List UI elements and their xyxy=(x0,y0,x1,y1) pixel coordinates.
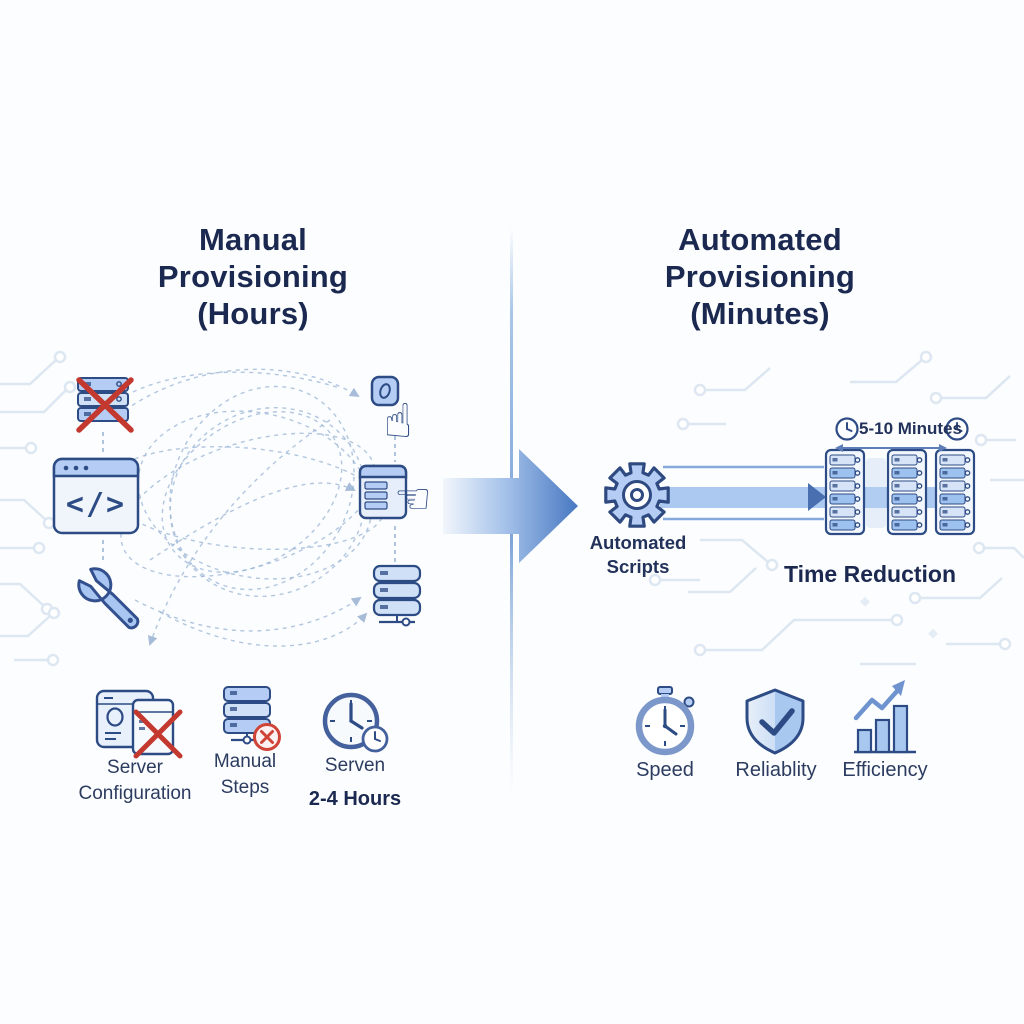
server-time-label: Serven xyxy=(324,755,386,776)
right-title-line-2: Provisioning xyxy=(664,259,856,294)
circuit-background xyxy=(0,350,1024,667)
code-window-icon: </> xyxy=(52,457,140,535)
left-title-line-2: Provisioning xyxy=(157,259,349,294)
hours-clock-icon xyxy=(322,692,389,753)
manual-steps-label: Manual Steps xyxy=(187,749,303,801)
flow-connectors xyxy=(102,432,396,562)
duration-clock-left-icon xyxy=(835,417,859,441)
left-title-line-1: Manual xyxy=(199,222,307,257)
server-config-line-2: Configuration xyxy=(78,783,192,804)
duration-span-arrow xyxy=(835,444,947,452)
left-title-line-3: (Hours) xyxy=(197,296,309,331)
transition-arrow xyxy=(443,449,578,563)
reliability-label: Reliablity xyxy=(735,759,817,781)
speed-label: Speed xyxy=(636,759,694,781)
red-x-icon xyxy=(133,709,183,759)
manual-click-icon: ☝ xyxy=(370,375,413,447)
server-error-icon xyxy=(76,377,134,433)
server-stack-icon xyxy=(372,564,422,627)
gear-icon xyxy=(604,462,670,528)
right-title-line-1: Automated xyxy=(678,222,842,257)
reliability-shield-icon xyxy=(745,688,805,755)
red-circle-x-icon xyxy=(253,723,281,751)
server-config-line-1: Server xyxy=(107,757,163,778)
pointing-hand-left-icon: ☜ xyxy=(394,475,432,522)
server-configuration-icon xyxy=(95,689,183,759)
server-rack-1 xyxy=(824,448,866,536)
efficiency-chart-icon xyxy=(853,680,916,754)
red-x-icon xyxy=(76,377,134,433)
band-arrowhead xyxy=(808,483,826,511)
manual-steps-line-2: Steps xyxy=(220,777,270,798)
manual-steps-icon xyxy=(223,686,281,751)
automated-scripts-label: Automated Scripts xyxy=(577,531,699,579)
server-rack-3 xyxy=(934,448,976,536)
ghost-rack xyxy=(866,458,886,528)
tangled-flow-lines xyxy=(104,368,386,647)
scripts-label-line-2: Scripts xyxy=(606,556,670,577)
growth-arrowhead xyxy=(892,680,905,696)
scripts-label-line-1: Automated xyxy=(589,532,687,553)
manual-config-press-icon: ☜ xyxy=(358,464,432,522)
duration-label: 5-10 Minutes xyxy=(859,419,962,438)
left-panel-title: Manual Provisioning (Hours) xyxy=(100,221,406,332)
speed-stopwatch-icon xyxy=(635,686,695,756)
duration-clock-right-icon xyxy=(945,417,969,441)
time-reduction-label: Time Reduction xyxy=(783,561,957,587)
manual-steps-line-1: Manual xyxy=(213,751,277,772)
code-symbol: </> xyxy=(66,487,126,522)
right-panel-title: Automated Provisioning (Minutes) xyxy=(607,221,913,332)
hours-duration-label: 2-4 Hours xyxy=(308,788,402,810)
checkmark-icon xyxy=(759,708,795,736)
efficiency-label: Efficiency xyxy=(842,759,928,781)
server-rack-2 xyxy=(886,448,928,536)
pointing-hand-up-icon: ☝ xyxy=(384,394,413,447)
wrench-icon xyxy=(77,567,140,630)
server-configuration-label: Server Configuration xyxy=(62,755,208,807)
right-title-line-3: (Minutes) xyxy=(690,296,830,331)
